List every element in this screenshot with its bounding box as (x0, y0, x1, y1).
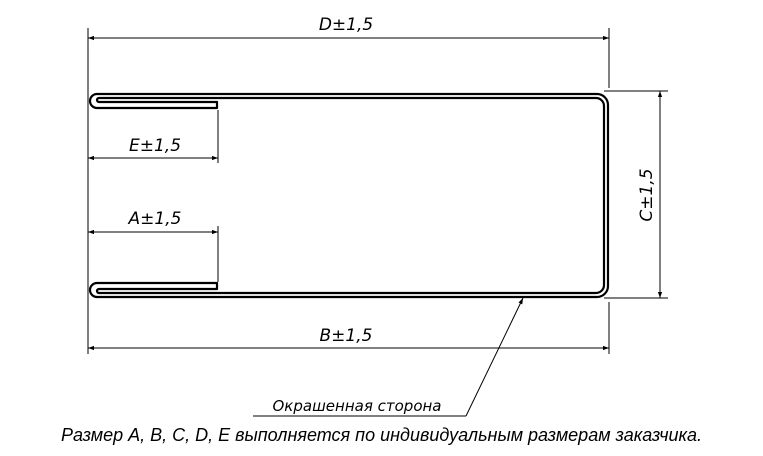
dimension-a-label: A±1,5 (128, 209, 182, 229)
dimension-b: B±1,5 (88, 326, 609, 351)
leader-line (465, 297, 524, 417)
dimension-d: D±1,5 (88, 15, 609, 41)
dimension-d-label: D±1,5 (319, 15, 373, 35)
dimension-c-label: C±1,5 (637, 168, 657, 221)
dimensions-note: Размер A, B, C, D, E выполняется по инди… (60, 425, 703, 445)
profile-outline (88, 92, 610, 299)
dimension-e: E±1,5 (88, 136, 218, 161)
profile-inner-contour (95, 96, 606, 295)
painted-side-leader: Окрашенная сторона (253, 297, 524, 417)
dimension-a: A±1,5 (88, 209, 218, 235)
dimension-e-label: E±1,5 (129, 136, 181, 156)
dimension-b-label: B±1,5 (320, 326, 373, 346)
dimension-c: C±1,5 (637, 91, 663, 298)
extension-lines (87, 28, 668, 354)
painted-side-label: Окрашенная сторона (273, 397, 442, 415)
profile-outer-contour (88, 92, 610, 299)
